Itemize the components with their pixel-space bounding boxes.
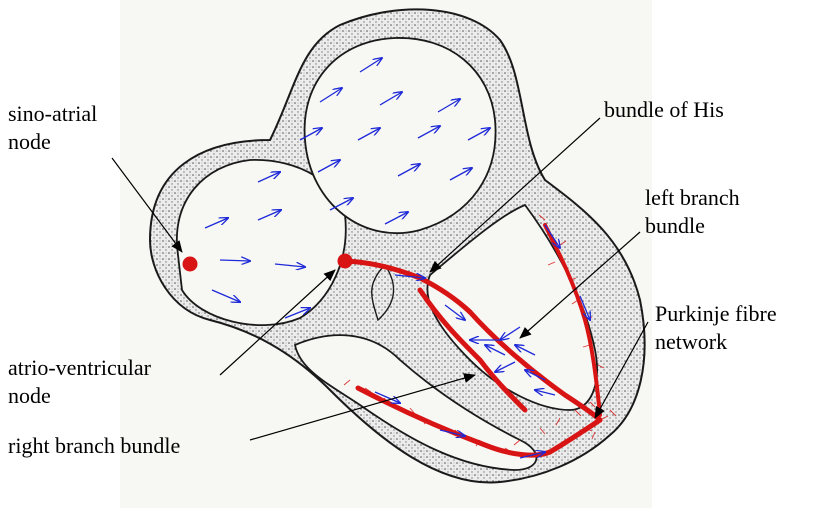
label-av-line2: node — [8, 382, 151, 410]
label-bundle-of-his: bundle of His — [604, 96, 724, 124]
label-sa-line1: sino-atrial — [8, 100, 97, 128]
sino-atrial-node-dot — [183, 257, 198, 272]
label-av-line1: atrio-ventricular — [8, 354, 151, 382]
label-left-branch-bundle: left branch bundle — [645, 184, 740, 240]
label-sa-line2: node — [8, 128, 97, 156]
atrio-ventricular-node-dot — [338, 254, 353, 269]
label-atrio-ventricular-node: atrio-ventricular node — [8, 354, 151, 410]
label-lbb-line2: bundle — [645, 212, 740, 240]
left-atrium-chamber — [305, 38, 496, 233]
label-purkinje-fibre-network: Purkinje fibre network — [655, 300, 777, 356]
label-purkinje-line1: Purkinje fibre — [655, 300, 777, 328]
label-lbb-line1: left branch — [645, 184, 740, 212]
label-his-text: bundle of His — [604, 96, 724, 124]
label-purkinje-line2: network — [655, 328, 777, 356]
label-sino-atrial-node: sino-atrial node — [8, 100, 97, 156]
label-rbb-text: right branch bundle — [8, 432, 180, 460]
label-right-branch-bundle: right branch bundle — [8, 432, 180, 460]
